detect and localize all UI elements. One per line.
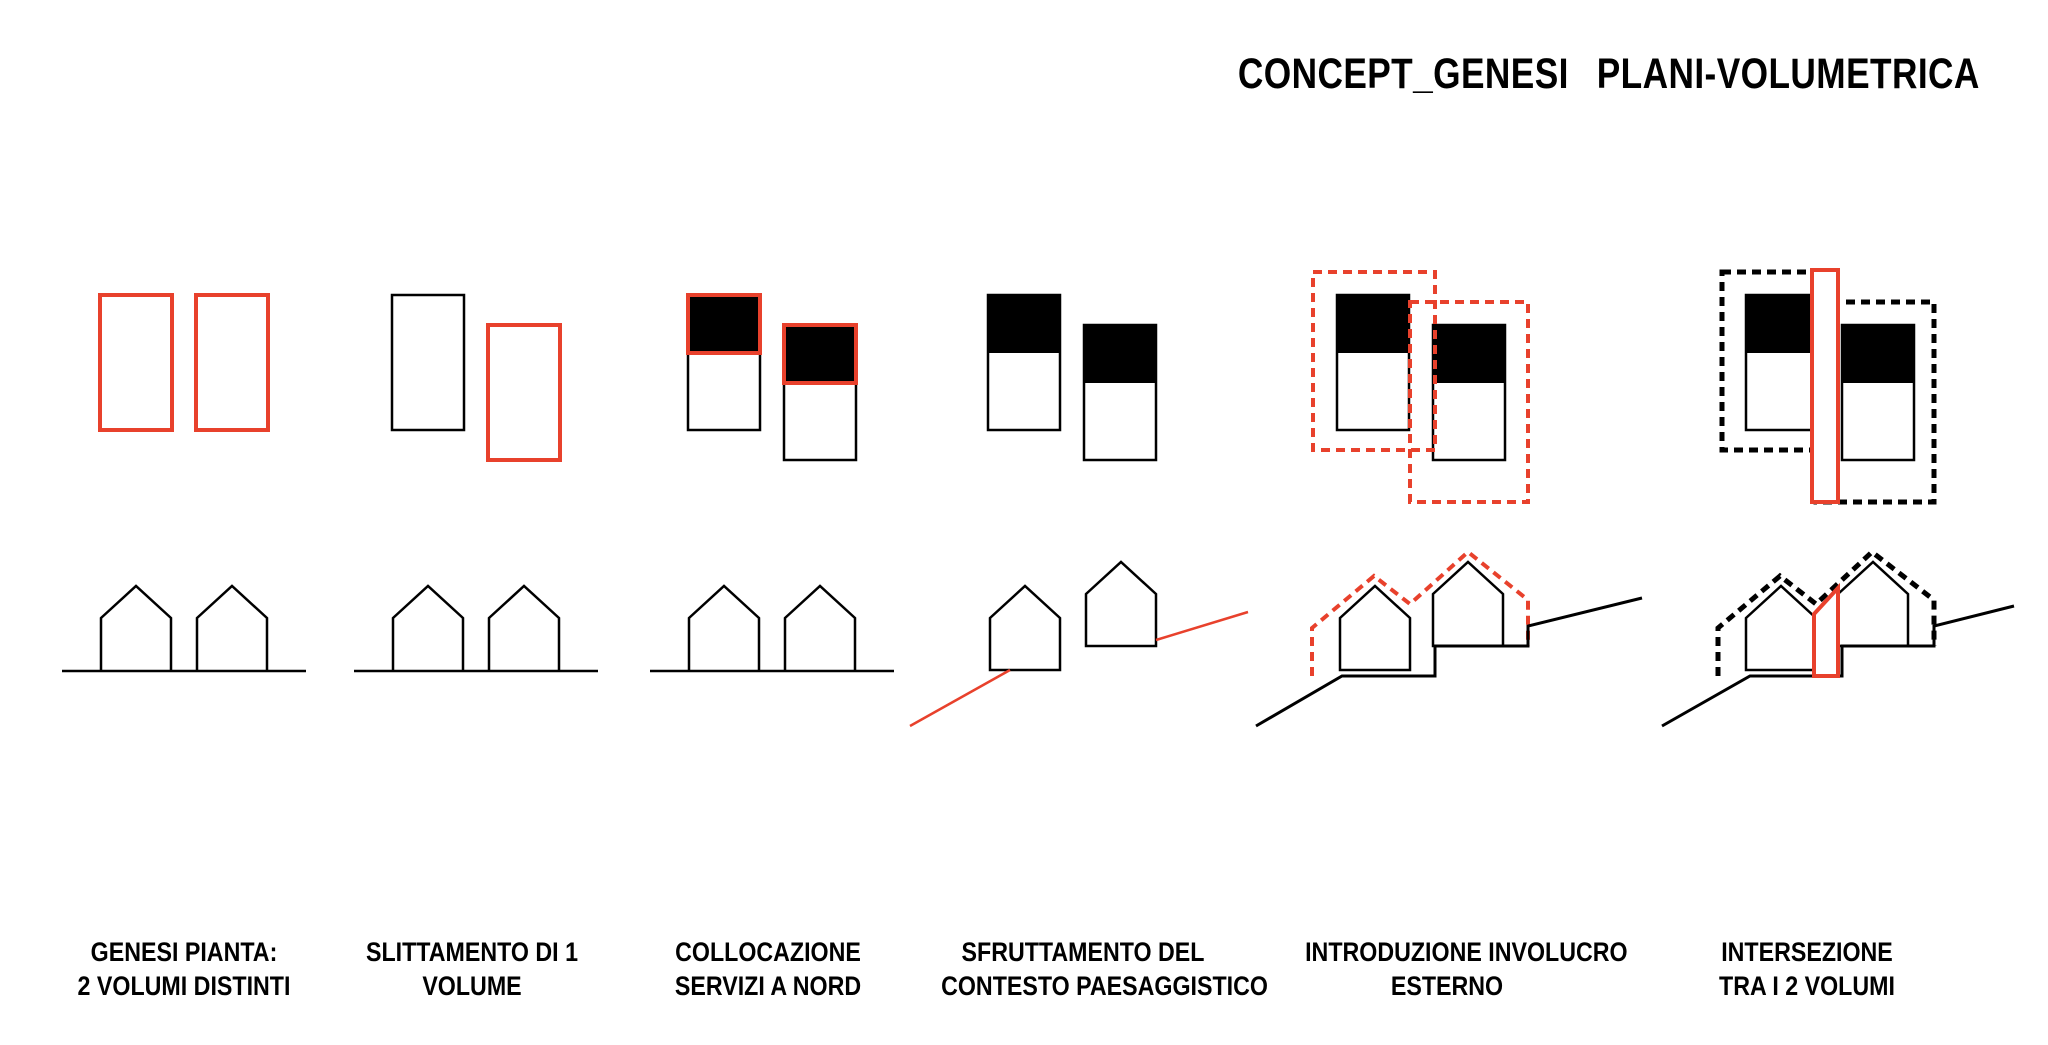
step-4-terrain-lower	[909, 668, 1011, 728]
step-3-caption-line-1: COLLOCAZIONE	[675, 937, 861, 967]
step-4-section-house-b	[1084, 560, 1158, 648]
step-3-section-house-b	[783, 584, 857, 671]
step-1-plan-volume-a	[98, 293, 174, 432]
step-1-section-house-b	[195, 584, 269, 671]
step-2-caption-line-2: VOLUME	[422, 971, 522, 1001]
step-6-service-block-b	[1842, 325, 1914, 383]
step-6-section-envelope	[1715, 548, 1937, 676]
step-5-service-block-b	[1433, 325, 1505, 383]
step-4-caption: SFRUTTAMENTO DEL CONTESTO PAESAGGISTICO	[941, 935, 1268, 1003]
step-5-diagram	[1255, 270, 1643, 728]
step-3-service-block-b	[782, 323, 858, 385]
title-part-concept: CONCEPT_GENESI	[1238, 50, 1570, 98]
step-3-diagram	[650, 293, 894, 673]
step-5-envelope-a	[1311, 270, 1437, 452]
step-2-caption-line-1: SLITTAMENTO DI 1	[365, 937, 578, 967]
step-6-caption: INTERSEZIONE TRA I 2 VOLUMI	[1665, 935, 1949, 1003]
step-6-intersection-connector-plan	[1810, 268, 1840, 504]
step-5-service-block-a	[1337, 295, 1409, 353]
step-5-caption: INTRODUZIONE INVOLUCRO ESTERNO	[1305, 935, 1628, 1003]
step-1-caption: GENESI PIANTA: 2 VOLUMI DISTINTI	[42, 935, 326, 1003]
step-2-caption: SLITTAMENTO DI 1 VOLUME	[330, 935, 614, 1003]
step-6-service-block-a	[1746, 295, 1818, 353]
step-1-caption-line-1: GENESI PIANTA:	[90, 937, 278, 967]
step-1-section-house-a	[99, 584, 173, 671]
step-1-plan-volume-b	[194, 293, 270, 432]
step-6-caption-line-1: INTERSEZIONE	[1721, 937, 1893, 967]
step-2-plan-volume-a	[390, 293, 466, 432]
step-3-caption-line-2: SERVIZI A NORD	[674, 971, 862, 1001]
step-4-terrain-upper	[1155, 610, 1249, 642]
step-4-caption-line-2: CONTESTO PAESAGGISTICO	[941, 971, 1268, 1001]
step-6-intersection-connector-section	[1812, 582, 1840, 678]
step-5-caption-line-1: INTRODUZIONE INVOLUCRO	[1305, 937, 1628, 967]
step-2-plan-volume-shifted	[486, 323, 562, 462]
step-6-diagram	[1661, 268, 2015, 728]
page-title: CONCEPT_GENESI PLANI-VOLUMETRICA	[1238, 50, 1980, 99]
step-4-service-block-a	[988, 295, 1060, 353]
step-4-caption-line-1: SFRUTTAMENTO DEL	[961, 937, 1205, 967]
step-5-caption-line-2: ESTERNO	[1390, 971, 1504, 1001]
step-4-service-block-b	[1084, 325, 1156, 383]
step-4-diagram	[909, 293, 1249, 728]
step-3-caption: COLLOCAZIONE SERVIZI A NORD	[626, 935, 910, 1003]
step-4-section-house-a	[988, 584, 1062, 672]
step-5-section-envelope	[1310, 549, 1530, 676]
title-part-planivolumetrica: PLANI-VOLUMETRICA	[1596, 50, 1980, 98]
step-5-terrain	[1255, 596, 1643, 728]
step-2-diagram	[354, 293, 598, 673]
step-6-terrain	[1661, 604, 2015, 728]
step-2-section-house-a	[391, 584, 465, 671]
step-6-section-house-a	[1744, 584, 1818, 672]
step-5-envelope-b	[1408, 300, 1530, 504]
step-1-caption-line-2: 2 VOLUMI DISTINTI	[77, 971, 291, 1001]
step-3-service-block-a	[686, 293, 762, 355]
step-5-section-house-a	[1338, 584, 1412, 672]
step-6-envelope-b	[1813, 299, 1937, 505]
step-1-diagram	[62, 293, 306, 673]
step-6-caption-line-2: TRA I 2 VOLUMI	[1719, 971, 1895, 1001]
step-2-section-house-b	[487, 584, 561, 671]
step-5-section-house-b	[1431, 560, 1505, 648]
step-3-section-house-a	[687, 584, 761, 671]
